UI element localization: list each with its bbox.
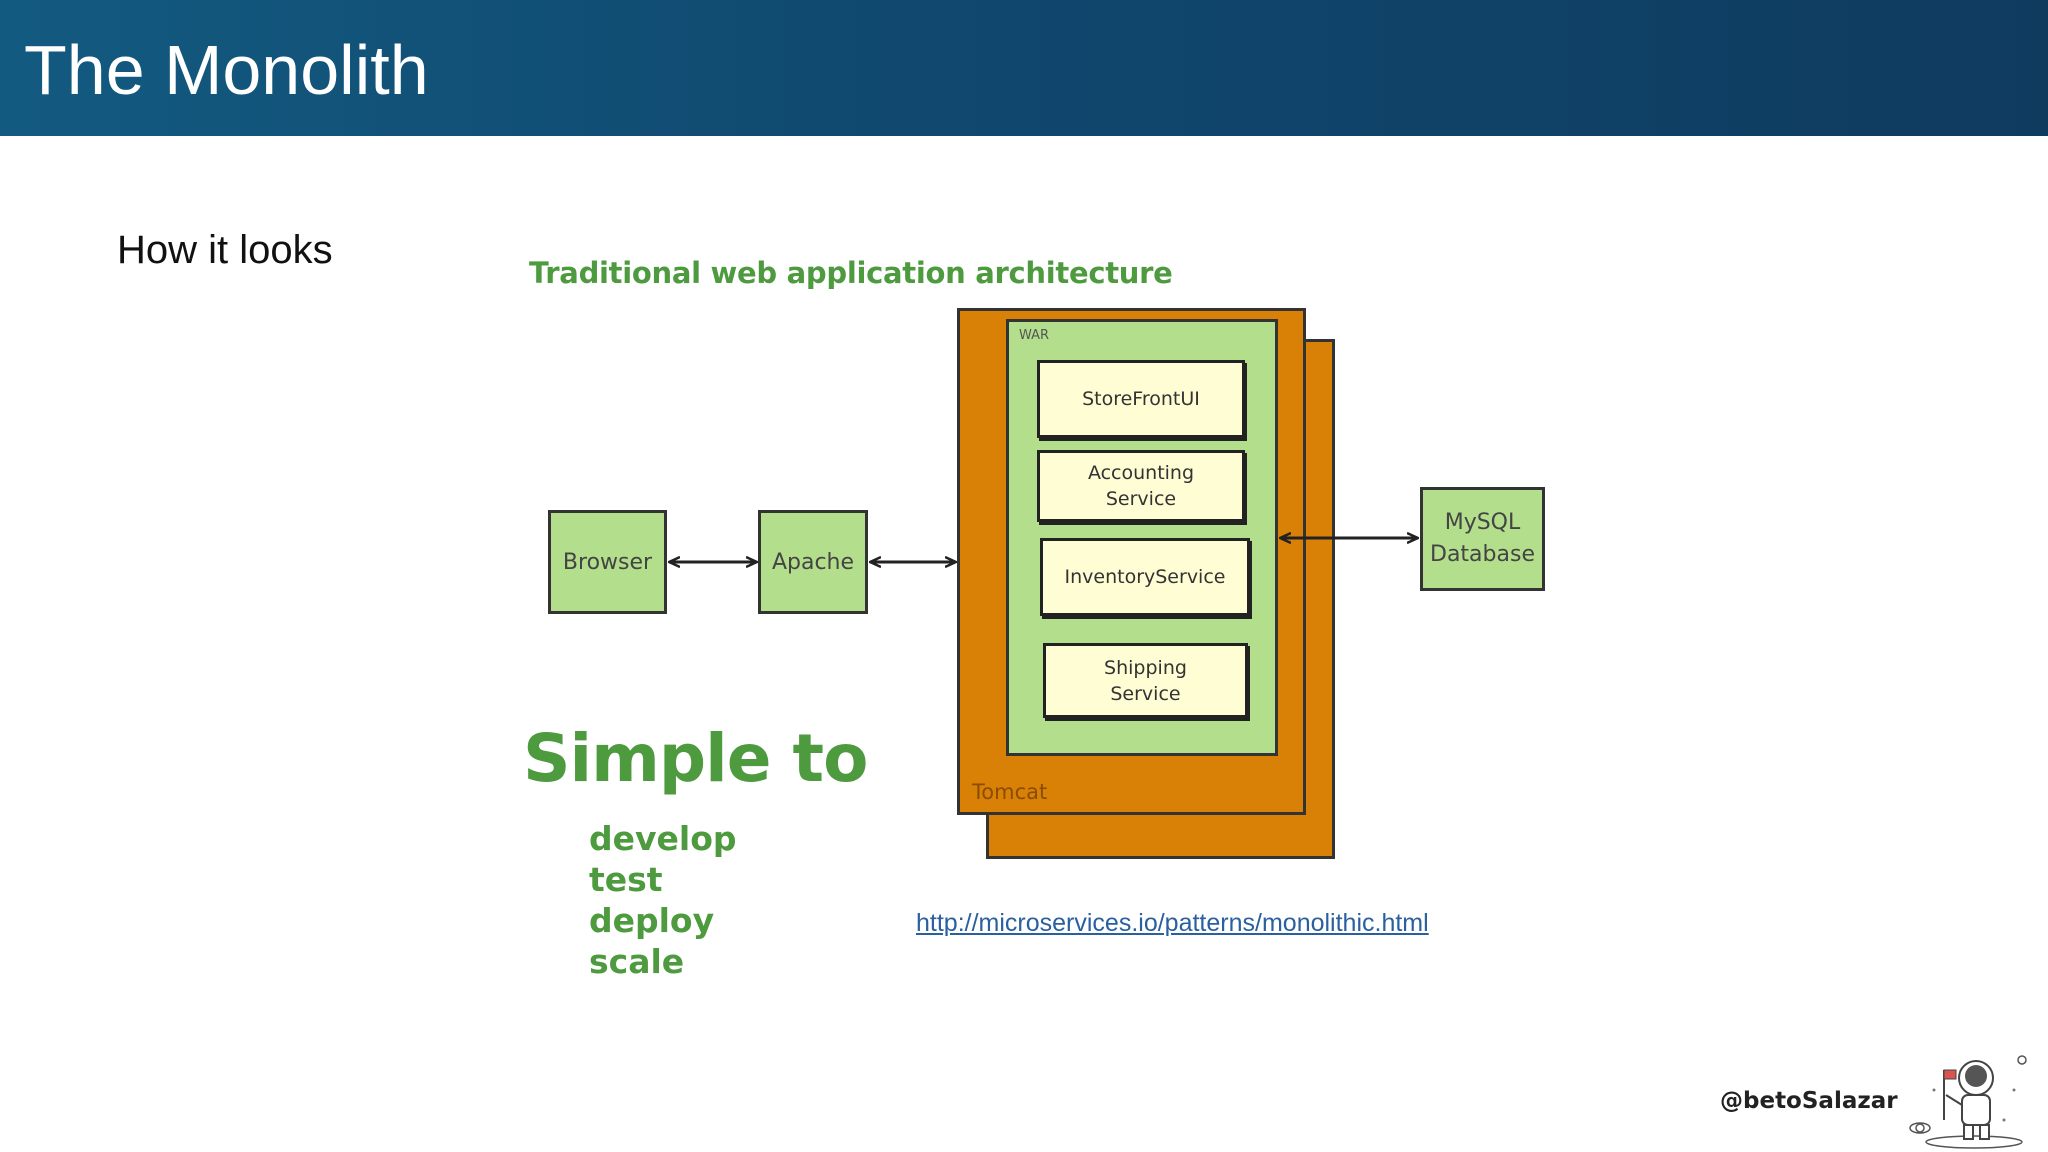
slide-title: The Monolith — [24, 31, 429, 109]
mysql-label-line1: MySQL — [1444, 510, 1521, 535]
war-label: WAR — [1019, 328, 1050, 343]
mysql-label-line2: Database — [1430, 542, 1535, 567]
accounting-label-line2: Service — [1105, 488, 1177, 510]
shipping-label-line1: Shipping — [1104, 656, 1187, 679]
slide-subtitle: How it looks — [117, 228, 333, 272]
tomcat-label: Tomcat — [972, 780, 1048, 804]
storefront-label: StoreFrontUI — [1082, 388, 1200, 410]
slide-header: The Monolith — [0, 0, 2048, 136]
accounting-service-box: Accounting Service — [1037, 450, 1245, 522]
list-item: develop — [589, 819, 737, 858]
list-item: deploy — [589, 901, 715, 940]
apache-box: Apache — [758, 510, 868, 614]
browser-box: Browser — [548, 510, 667, 614]
monolithic-pattern-link[interactable]: http://microservices.io/patterns/monolit… — [916, 909, 1429, 937]
simple-to-list: develop test deploy scale — [589, 818, 737, 982]
mysql-database-box: MySQL Database — [1420, 487, 1545, 591]
author-handle: @betoSalazar — [1720, 1088, 1898, 1114]
shipping-label-line2: Service — [1110, 682, 1181, 705]
list-item: scale — [589, 942, 685, 981]
diagram-title: Traditional web application architecture — [529, 256, 1173, 290]
inventory-service-box: InventoryService — [1040, 538, 1250, 616]
apache-label: Apache — [771, 549, 855, 575]
storefront-service-box: StoreFrontUI — [1037, 360, 1245, 438]
shipping-service-box: Shipping Service — [1043, 643, 1248, 718]
inventory-label: InventoryService — [1064, 566, 1226, 588]
astronaut-icon — [1909, 1055, 2027, 1149]
simple-to-heading: Simple to — [523, 720, 868, 797]
list-item: test — [589, 860, 663, 899]
browser-label: Browser — [562, 549, 653, 575]
accounting-label-line1: Accounting — [1087, 462, 1195, 484]
